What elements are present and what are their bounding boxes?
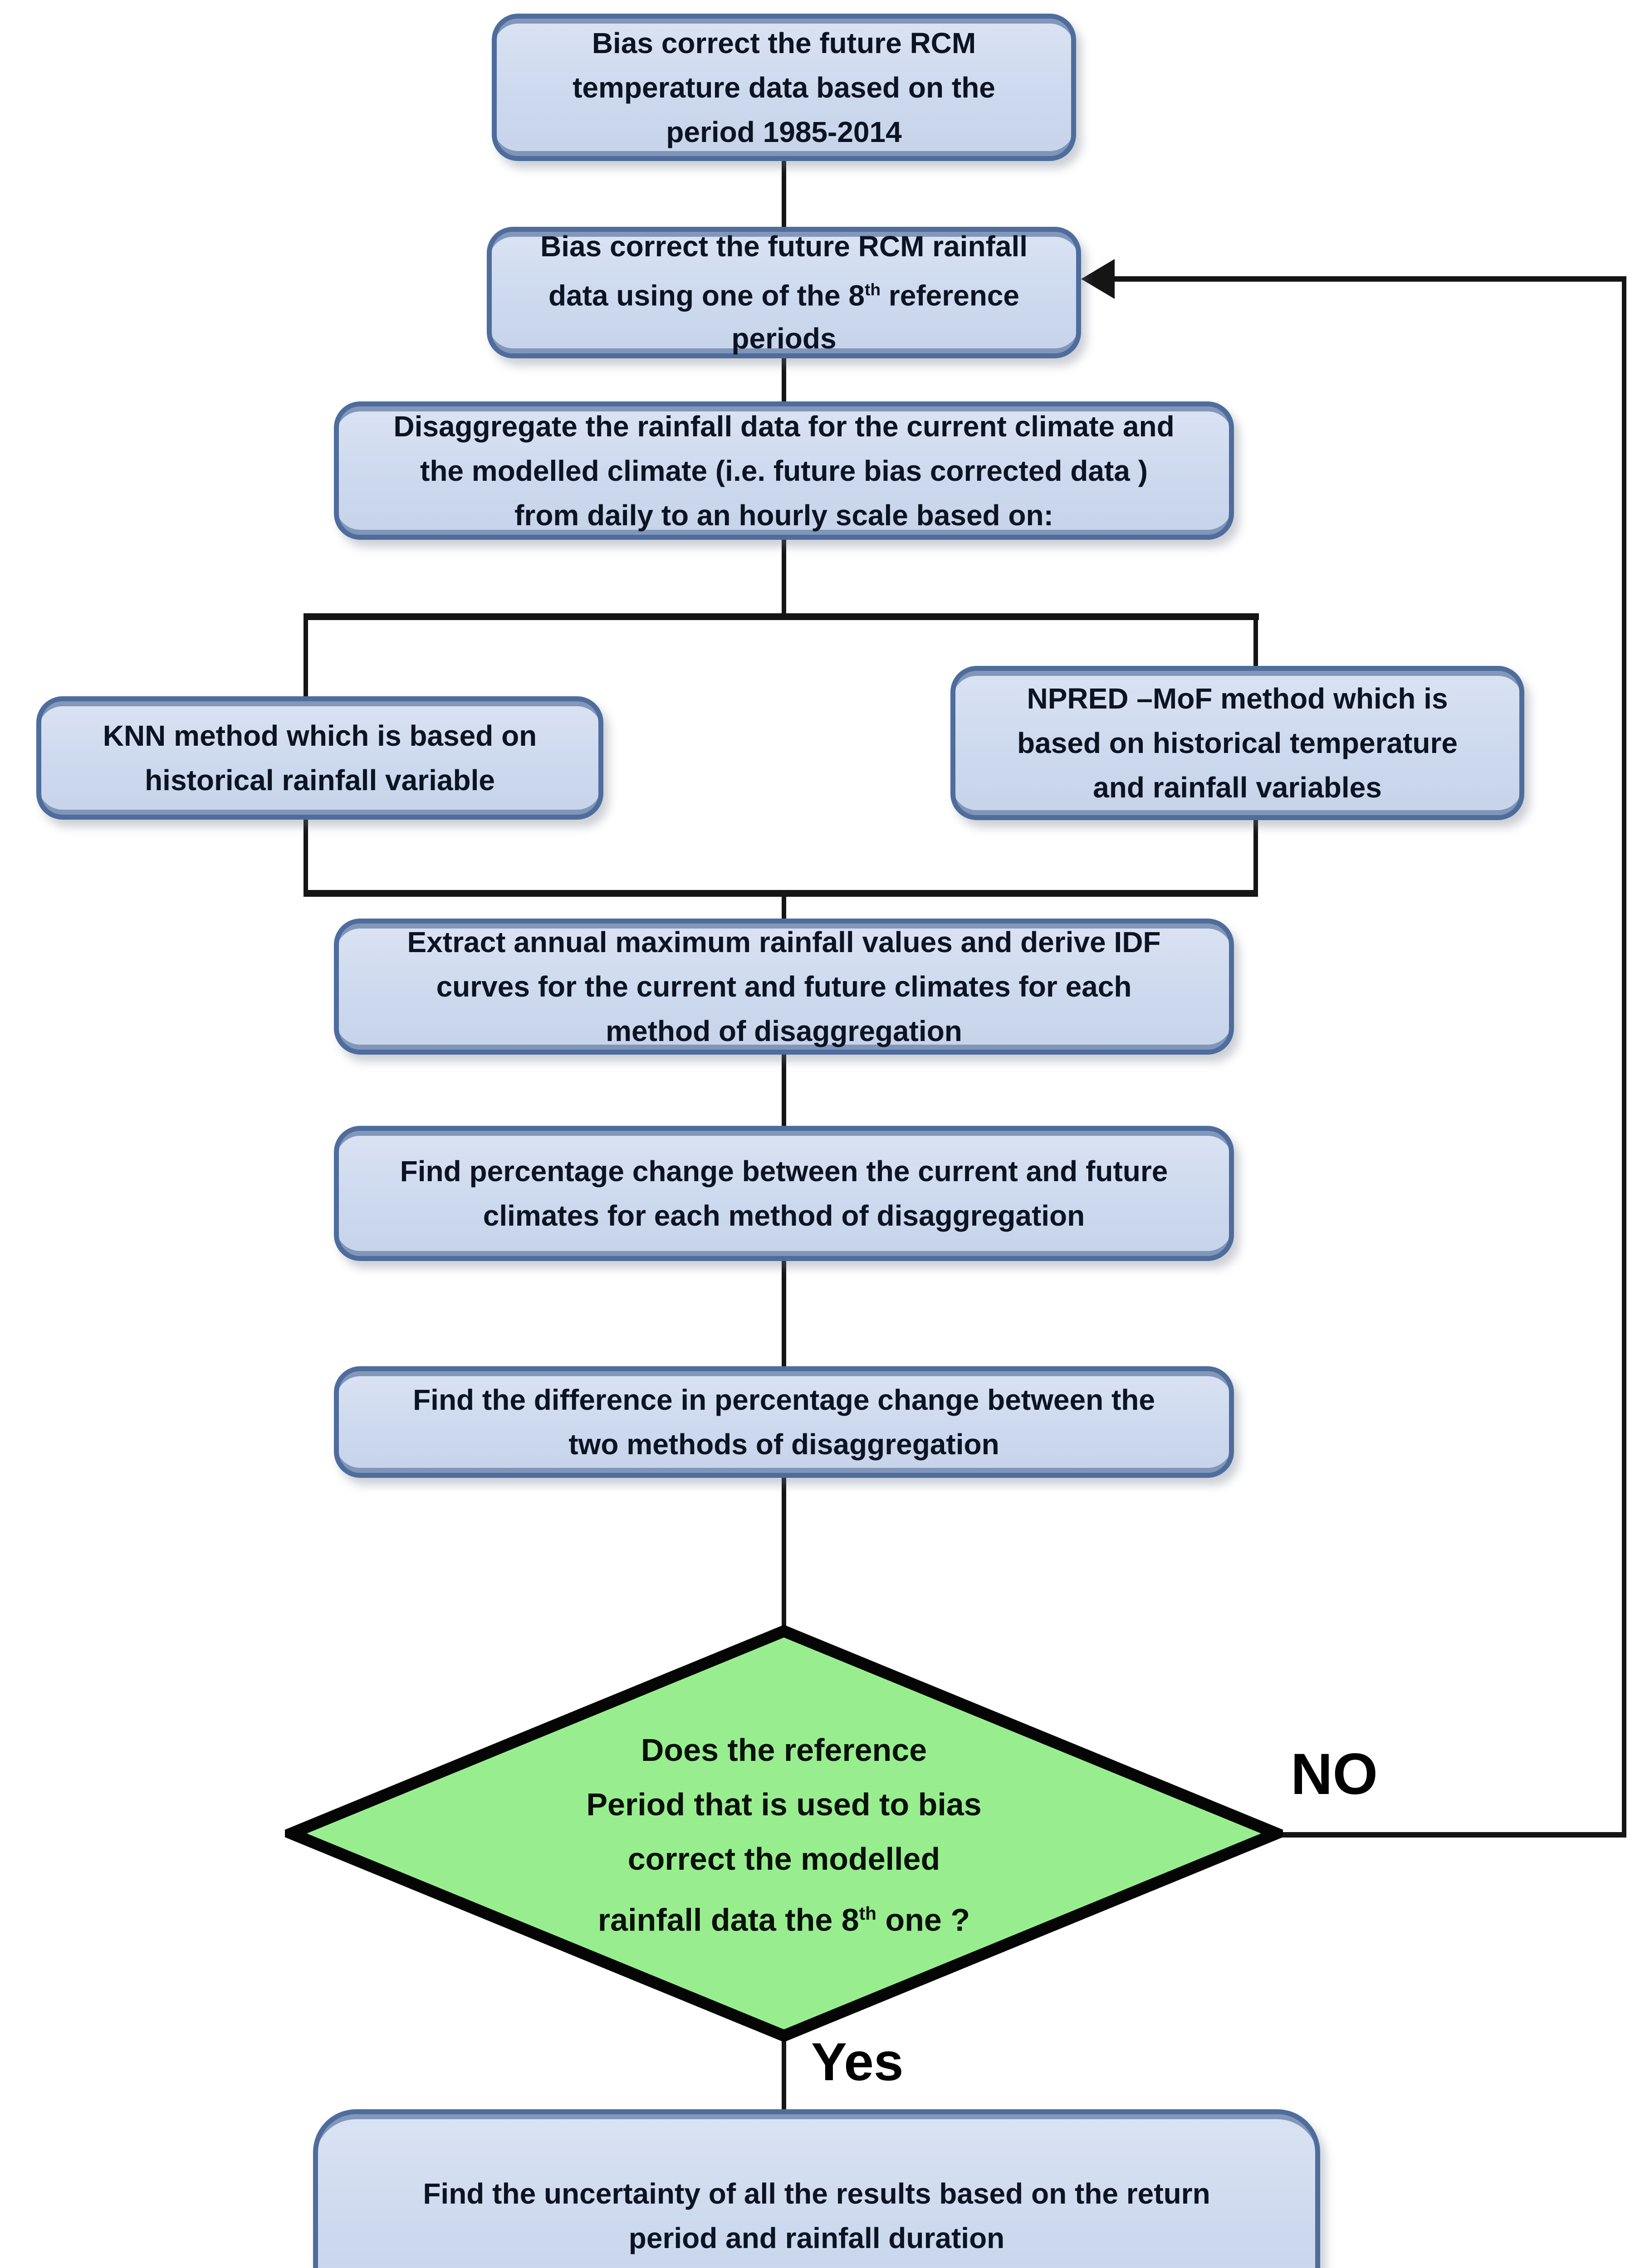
node-extract-idf: Extract annual maximum rainfall values a… [334, 919, 1234, 1055]
node-text: correct the modelled [627, 1841, 940, 1877]
connector-biastemp-to-biasrainfall [782, 160, 786, 228]
node-text-segment: data using one of the 8 [548, 279, 865, 312]
node-text: temperature data based on the [573, 71, 995, 104]
connector-yes-to-uncertainty [782, 2032, 786, 2113]
join-horizontal-line [304, 890, 1258, 897]
node-text: curves for the current and future climat… [436, 970, 1132, 1003]
no-branch-bottom-line [1266, 1832, 1626, 1838]
node-knn-method: KNN method which is based on historical … [36, 696, 603, 820]
node-text-segment: reference [881, 279, 1019, 312]
node-text: method of disaggregation [606, 1015, 962, 1047]
node-text: period and rainfall duration [628, 2222, 1005, 2254]
loop-arrowhead-icon [1081, 259, 1115, 299]
no-branch-top-line [1107, 276, 1626, 282]
connector-pctchange-to-difference [782, 1260, 786, 1369]
node-text: data using one of the 8th reference [548, 268, 1019, 317]
node-text: from daily to an hourly scale based on: [514, 499, 1053, 532]
node-text: based on historical temperature [1017, 727, 1458, 759]
node-text: Disaggregate the rainfall data for the c… [393, 410, 1175, 443]
connector-difference-to-decision [782, 1476, 786, 1642]
node-text: Find the difference in percentage change… [413, 1383, 1155, 1416]
connector-join-to-extract [782, 894, 786, 922]
connector-split-to-npred [1253, 613, 1258, 669]
node-difference-in-change: Find the difference in percentage change… [334, 1366, 1234, 1478]
node-npred-mof-method: NPRED –MoF method which is based on hist… [950, 666, 1524, 820]
decision-diamond [285, 1625, 1283, 2042]
yes-label: Yes [811, 2032, 904, 2092]
connector-disaggregate-to-split [782, 539, 786, 616]
node-bias-rainfall: Bias correct the future RCM rainfall dat… [487, 227, 1081, 358]
split-horizontal-line [304, 613, 1259, 620]
node-text: Find the uncertainty of all the results … [423, 2177, 1210, 2210]
decision-text-block: Does the reference Period that is used t… [489, 1724, 1079, 1946]
node-text: Extract annual maximum rainfall values a… [407, 926, 1161, 958]
node-text: rainfall data the 8th one ? [598, 1886, 970, 1947]
no-label: NO [1291, 1742, 1378, 1807]
node-percentage-change: Find percentage change between the curre… [334, 1126, 1234, 1261]
node-text: periods [731, 322, 837, 355]
connector-split-to-knn [304, 613, 308, 699]
node-text: Does the reference [641, 1732, 927, 1768]
node-text: Bias correct the future RCM [592, 26, 976, 59]
node-text: Bias correct the future RCM rainfall [540, 230, 1028, 263]
decision-diamond-shape [285, 1625, 1283, 2042]
node-text: two methods of disaggregation [568, 1428, 999, 1461]
node-text: period 1985-2014 [666, 115, 902, 148]
superscript: th [864, 279, 881, 299]
no-branch-right-rail [1622, 278, 1626, 1838]
node-text: NPRED –MoF method which is [1027, 682, 1448, 715]
node-text: Find percentage change between the curre… [400, 1155, 1168, 1188]
node-text-segment: one ? [876, 1902, 970, 1938]
node-text: Period that is used to bias [586, 1786, 982, 1822]
superscript: th [859, 1902, 876, 1924]
connector-biasrainfall-to-disaggregate [782, 357, 786, 403]
node-text: historical rainfall variable [145, 764, 495, 797]
node-text: and rainfall variables [1093, 771, 1382, 804]
connector-npred-to-join [1253, 817, 1258, 896]
node-text: the modelled climate (i.e. future bias c… [420, 454, 1148, 487]
connector-knn-to-join [304, 816, 308, 896]
node-text-segment: rainfall data the 8 [597, 1902, 859, 1938]
node-uncertainty: Find the uncertainty of all the results … [313, 2109, 1320, 2268]
node-bias-temperature: Bias correct the future RCM temperature … [492, 14, 1076, 161]
node-text: KNN method which is based on [103, 719, 537, 752]
node-disaggregate: Disaggregate the rainfall data for the c… [334, 401, 1234, 540]
connector-extract-to-pctchange [782, 1053, 786, 1129]
node-text: climates for each method of disaggregati… [483, 1199, 1085, 1232]
